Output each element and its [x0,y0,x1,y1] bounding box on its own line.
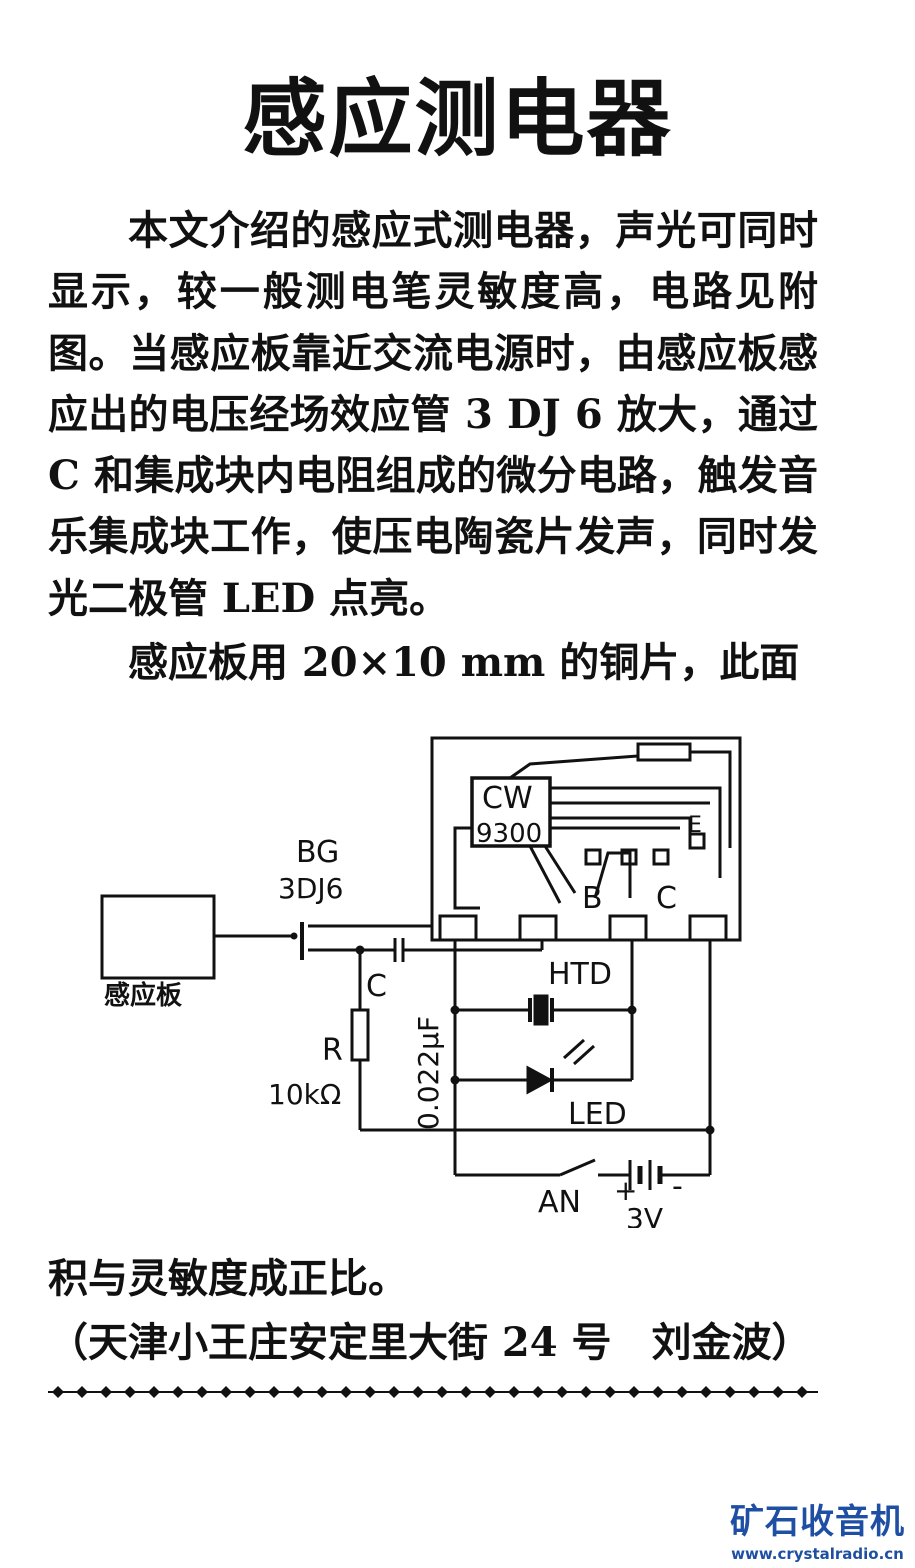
divider-diamond [364,1386,376,1398]
switch-label: AN [538,1185,581,1220]
pad-e-label: E [688,813,702,838]
divider-diamond [628,1386,640,1398]
divider-diamond [436,1386,448,1398]
divider-diamond [244,1386,256,1398]
divider-diamond [508,1386,520,1398]
resistor-r [350,1008,370,1062]
chip-name: CW [482,781,533,816]
chip-model: 9300 [476,819,542,849]
watermark-name: 矿石收音机 [730,1502,905,1542]
divider-diamond [172,1386,184,1398]
divider-diamond [52,1386,64,1398]
led-label: LED [568,1097,627,1132]
divider-diamond [460,1386,472,1398]
divider-diamond [76,1386,88,1398]
divider-diamond [124,1386,136,1398]
author-line: （天津小王庄安定里大街 24 号刘金波） [48,1312,818,1373]
sensor-plate [100,894,216,980]
body-paragraph-3: 积与灵敏度成正比。 [48,1255,408,1302]
capacitor-value: 0.022μF [412,1016,445,1130]
pad-b-label: B [582,881,603,916]
divider-diamond [292,1386,304,1398]
divider-diamond [724,1386,736,1398]
divider-diamond [652,1386,664,1398]
divider-diamond [676,1386,688,1398]
divider-diamond [340,1386,352,1398]
board-resistor [636,742,692,762]
author-address: （天津小王庄安定里大街 24 号 [48,1319,612,1366]
divider-diamond [700,1386,712,1398]
divider-diamond [316,1386,328,1398]
divider-diamond [148,1386,160,1398]
ornamental-divider [48,1386,818,1398]
divider-diamond [100,1386,112,1398]
pad-c-label: C [656,881,677,916]
divider-diamond [772,1386,784,1398]
capacitor-label: C [366,969,387,1004]
divider-diamond [484,1386,496,1398]
divider-diamond [580,1386,592,1398]
article-title: 感应测电器 [242,70,673,168]
transistor-model: 3DJ6 [278,872,343,905]
watermark: 矿石收音机 www.crystalradio.cn [730,1500,905,1564]
circuit-diagram: CW 9300 BG 3DJ6 感应板 C 0.022μF R 10kΩ HTD… [100,736,742,1228]
buzzer-label: HTD [548,957,612,992]
battery-minus: - [672,1169,683,1204]
battery-voltage: 3V [626,1202,663,1228]
battery-plus: + [614,1174,637,1207]
divider-diamond [748,1386,760,1398]
divider-diamond [220,1386,232,1398]
divider-diamond [268,1386,280,1398]
divider-diamond [196,1386,208,1398]
divider-diamond [604,1386,616,1398]
resistor-value: 10kΩ [268,1078,341,1111]
sensor-plate-label: 感应板 [104,980,182,1011]
divider-diamond [388,1386,400,1398]
watermark-url: www.crystalradio.cn [731,1545,904,1563]
body-paragraph-1: 本文介绍的感应式测电器，声光可同时显示，较一般测电笔灵敏度高，电路见附图。当感应… [48,207,818,622]
author-name: 刘金波） [651,1319,812,1366]
body-paragraph-2: 感应板用 20×10 mm 的铜片，此面 [128,639,800,686]
divider-diamond [796,1386,808,1398]
divider-diamond [556,1386,568,1398]
transistor-label: BG [296,835,339,870]
divider-diamond [412,1386,424,1398]
pcb-board [430,736,742,942]
resistor-label: R [322,1033,343,1068]
divider-diamond [532,1386,544,1398]
